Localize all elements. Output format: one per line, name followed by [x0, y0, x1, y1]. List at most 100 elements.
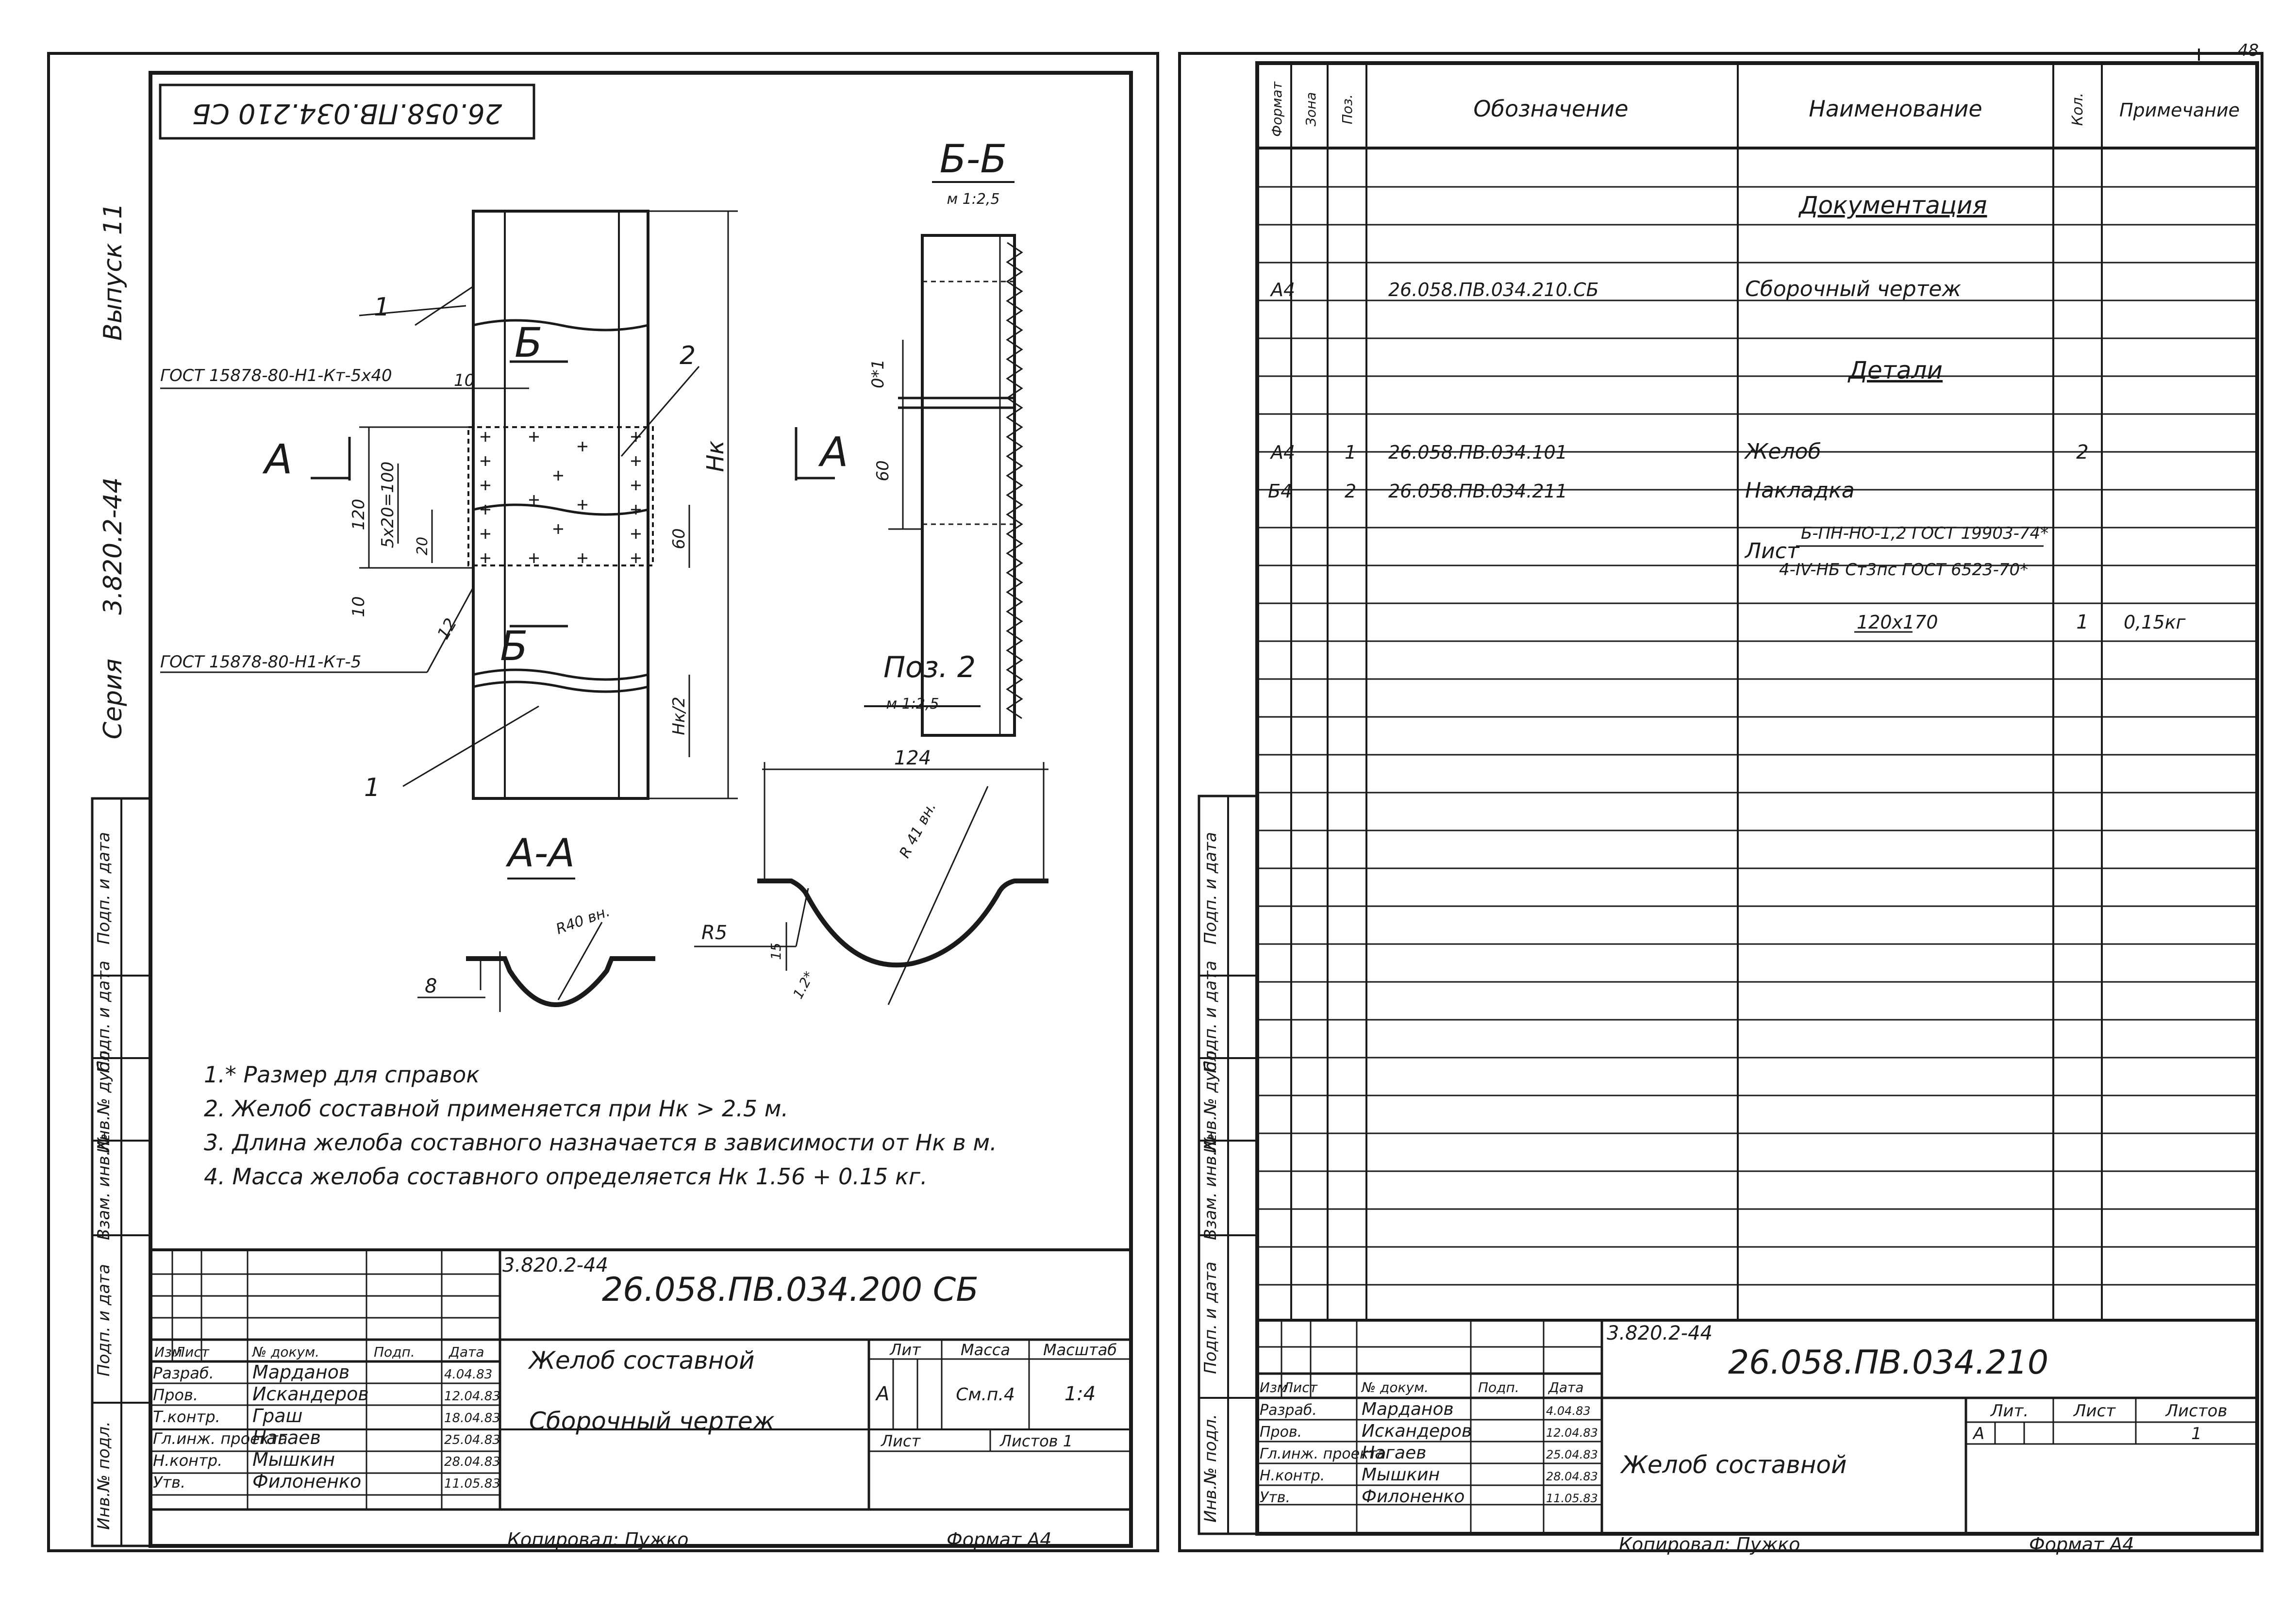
th-name: Наименование: [1809, 96, 1982, 122]
th-format: Формат: [1269, 82, 1285, 137]
left-tb-h5: Дата: [448, 1344, 484, 1360]
signoff-name: Марданов: [252, 1361, 349, 1383]
left-tb-code: 26.058.ПВ.034.200 СБ: [602, 1271, 979, 1309]
side-table-l4: Взам. инв.№: [94, 1133, 114, 1240]
section-bb-scale: м 1:2,5: [947, 191, 999, 208]
signoff-role: Пров.: [153, 1386, 198, 1404]
th-code: Обозначение: [1473, 96, 1628, 122]
signoff-name: Марданов: [1362, 1399, 1454, 1419]
signoff-name: Нагаев: [1362, 1443, 1426, 1463]
section-bb-drawing: [888, 181, 1023, 737]
left-tb-h1: Изм: [154, 1344, 182, 1360]
right-tb-h4: Подп.: [1478, 1379, 1519, 1395]
right-tb-h3: № докум.: [1361, 1379, 1429, 1395]
row-section-parts: Детали: [1847, 356, 1943, 384]
note-3: 3. Длина желоба составного назначается в…: [204, 1129, 997, 1156]
side-series: Серия: [99, 659, 128, 739]
left-tb-scale: 1:4: [1065, 1383, 1096, 1405]
dim-hk-half: Нк/2: [669, 697, 689, 735]
right-side-l1: Подп. и дата: [1201, 832, 1220, 945]
left-tb-lit: А: [875, 1383, 889, 1405]
right-footer-copied: Копировал: Пужко: [1619, 1534, 1800, 1555]
signoff-role: Разраб.: [1260, 1402, 1317, 1419]
signoff-date: 25.04.83: [1546, 1448, 1598, 1461]
section-aa-title: А-А: [505, 830, 575, 876]
signoff-name: Искандеров: [252, 1383, 369, 1405]
left-tb-lit-h: Лит: [889, 1341, 921, 1359]
page-number: 48: [2238, 41, 2259, 60]
right-tb-h5: Дата: [1547, 1379, 1584, 1395]
side-table-l2: Подп. и дата: [94, 961, 114, 1073]
signoff-role: Разраб.: [153, 1364, 214, 1382]
pos2-drawing: [694, 705, 1048, 1005]
section-aa-drawing: [417, 878, 655, 1012]
size-value: 120х170: [1857, 612, 1938, 633]
row2-code: 26.058.ПВ.034.101: [1388, 442, 1567, 463]
left-footer-format: Формат А4: [947, 1529, 1051, 1550]
signoff-date: 25.04.83: [444, 1433, 500, 1447]
row-section-docs: Документация: [1798, 191, 1987, 219]
signoff-role: Пров.: [1260, 1424, 1302, 1441]
row1-format: А4: [1269, 279, 1295, 300]
label-pos1b: 1: [364, 773, 380, 802]
row1-name: Сборочный чертеж: [1745, 277, 1961, 301]
size-note: 0,15кг: [2124, 612, 2186, 633]
signoff-role: Утв.: [153, 1473, 185, 1492]
dim-5x20: 5х20=100: [378, 462, 398, 548]
left-side-table: [91, 797, 152, 1547]
dim-120: 120: [349, 499, 368, 531]
gost-top-dim: 10: [454, 371, 475, 390]
signoff-name: Нагаев: [252, 1427, 321, 1448]
th-pos: Поз.: [1339, 94, 1355, 124]
row3-format: Б4: [1268, 481, 1292, 502]
right-side-l3: Инв.№ дубл.: [1201, 1045, 1220, 1153]
right-tb-h1: Изм: [1260, 1379, 1287, 1395]
right-side-table: [1198, 795, 1259, 1535]
left-tb-scale-h: Масштаб: [1043, 1341, 1117, 1359]
size-qty: 1: [2076, 611, 2088, 633]
label-pos1: 1: [374, 293, 390, 322]
gost-bottom: ГОСТ 15878-80-Н1-Кт-5: [160, 652, 361, 672]
section-bb-dim1: 0*1: [868, 359, 888, 388]
pos2-radius: R 41 вн.: [896, 799, 940, 861]
side-table-l6: Инв.№ подл.: [94, 1421, 114, 1530]
left-tb-h2: Лист: [174, 1344, 210, 1360]
cut-mark-b-bottom: Б: [500, 622, 528, 670]
right-tb-lit-h: Лит.: [1990, 1401, 2029, 1421]
signoff-role: Н.контр.: [1260, 1467, 1325, 1484]
row3-code: 26.058.ПВ.034.211: [1388, 481, 1567, 502]
signoff-role: Гл.инж. проекта: [1260, 1445, 1386, 1462]
pos2-dim15: 15: [768, 943, 784, 960]
right-side-l2: Подп. и дата: [1201, 961, 1220, 1073]
signoff-date: 12.04.83: [1546, 1426, 1598, 1440]
pos2-scale: м 1:2,5: [886, 696, 939, 713]
signoff-name: Филоненко: [1362, 1487, 1464, 1507]
main-view-drawing: [160, 210, 835, 800]
signoff-date: 12.04.83: [444, 1389, 500, 1404]
dim-hk: Нк: [702, 440, 729, 472]
row2-qty: 2: [2076, 441, 2088, 464]
left-tb-name2: Сборочный чертеж: [529, 1407, 775, 1435]
th-qty: Кол.: [2069, 93, 2086, 126]
right-tb-h2: Лист: [1282, 1379, 1318, 1395]
right-tb-code: 26.058.ПВ.034.210: [1728, 1344, 2048, 1382]
signoff-name: Искандеров: [1362, 1421, 1472, 1441]
right-side-l4: Взам. инв.№: [1201, 1133, 1220, 1240]
material-1: Б-ПН-НО-1,2 ГОСТ 19903-74*: [1801, 524, 2048, 543]
left-title-block: [150, 1248, 1131, 1511]
signoff-role: Утв.: [1260, 1489, 1290, 1506]
right-outer-frame: [1178, 52, 2263, 1552]
left-footer-copied: Копировал: Пужко: [507, 1529, 689, 1550]
left-tb-sheets-h: Листов 1: [999, 1432, 1073, 1450]
left-outer-frame: [47, 52, 1159, 1552]
right-tb-lit: А: [1972, 1424, 1984, 1443]
pos2-width: 124: [894, 747, 931, 769]
side-vypusk: Выпуск 11: [99, 203, 128, 341]
signoff-date: 4.04.83: [1546, 1404, 1591, 1418]
left-tb-mass-h: Масса: [961, 1341, 1010, 1359]
th-zone: Зона: [1303, 92, 1319, 127]
left-tb-h3: № докум.: [251, 1344, 319, 1360]
right-side-l6: Инв.№ подл.: [1201, 1414, 1220, 1523]
stamp-doc-code: 26.058.ПВ.034.210 СБ: [192, 98, 502, 129]
